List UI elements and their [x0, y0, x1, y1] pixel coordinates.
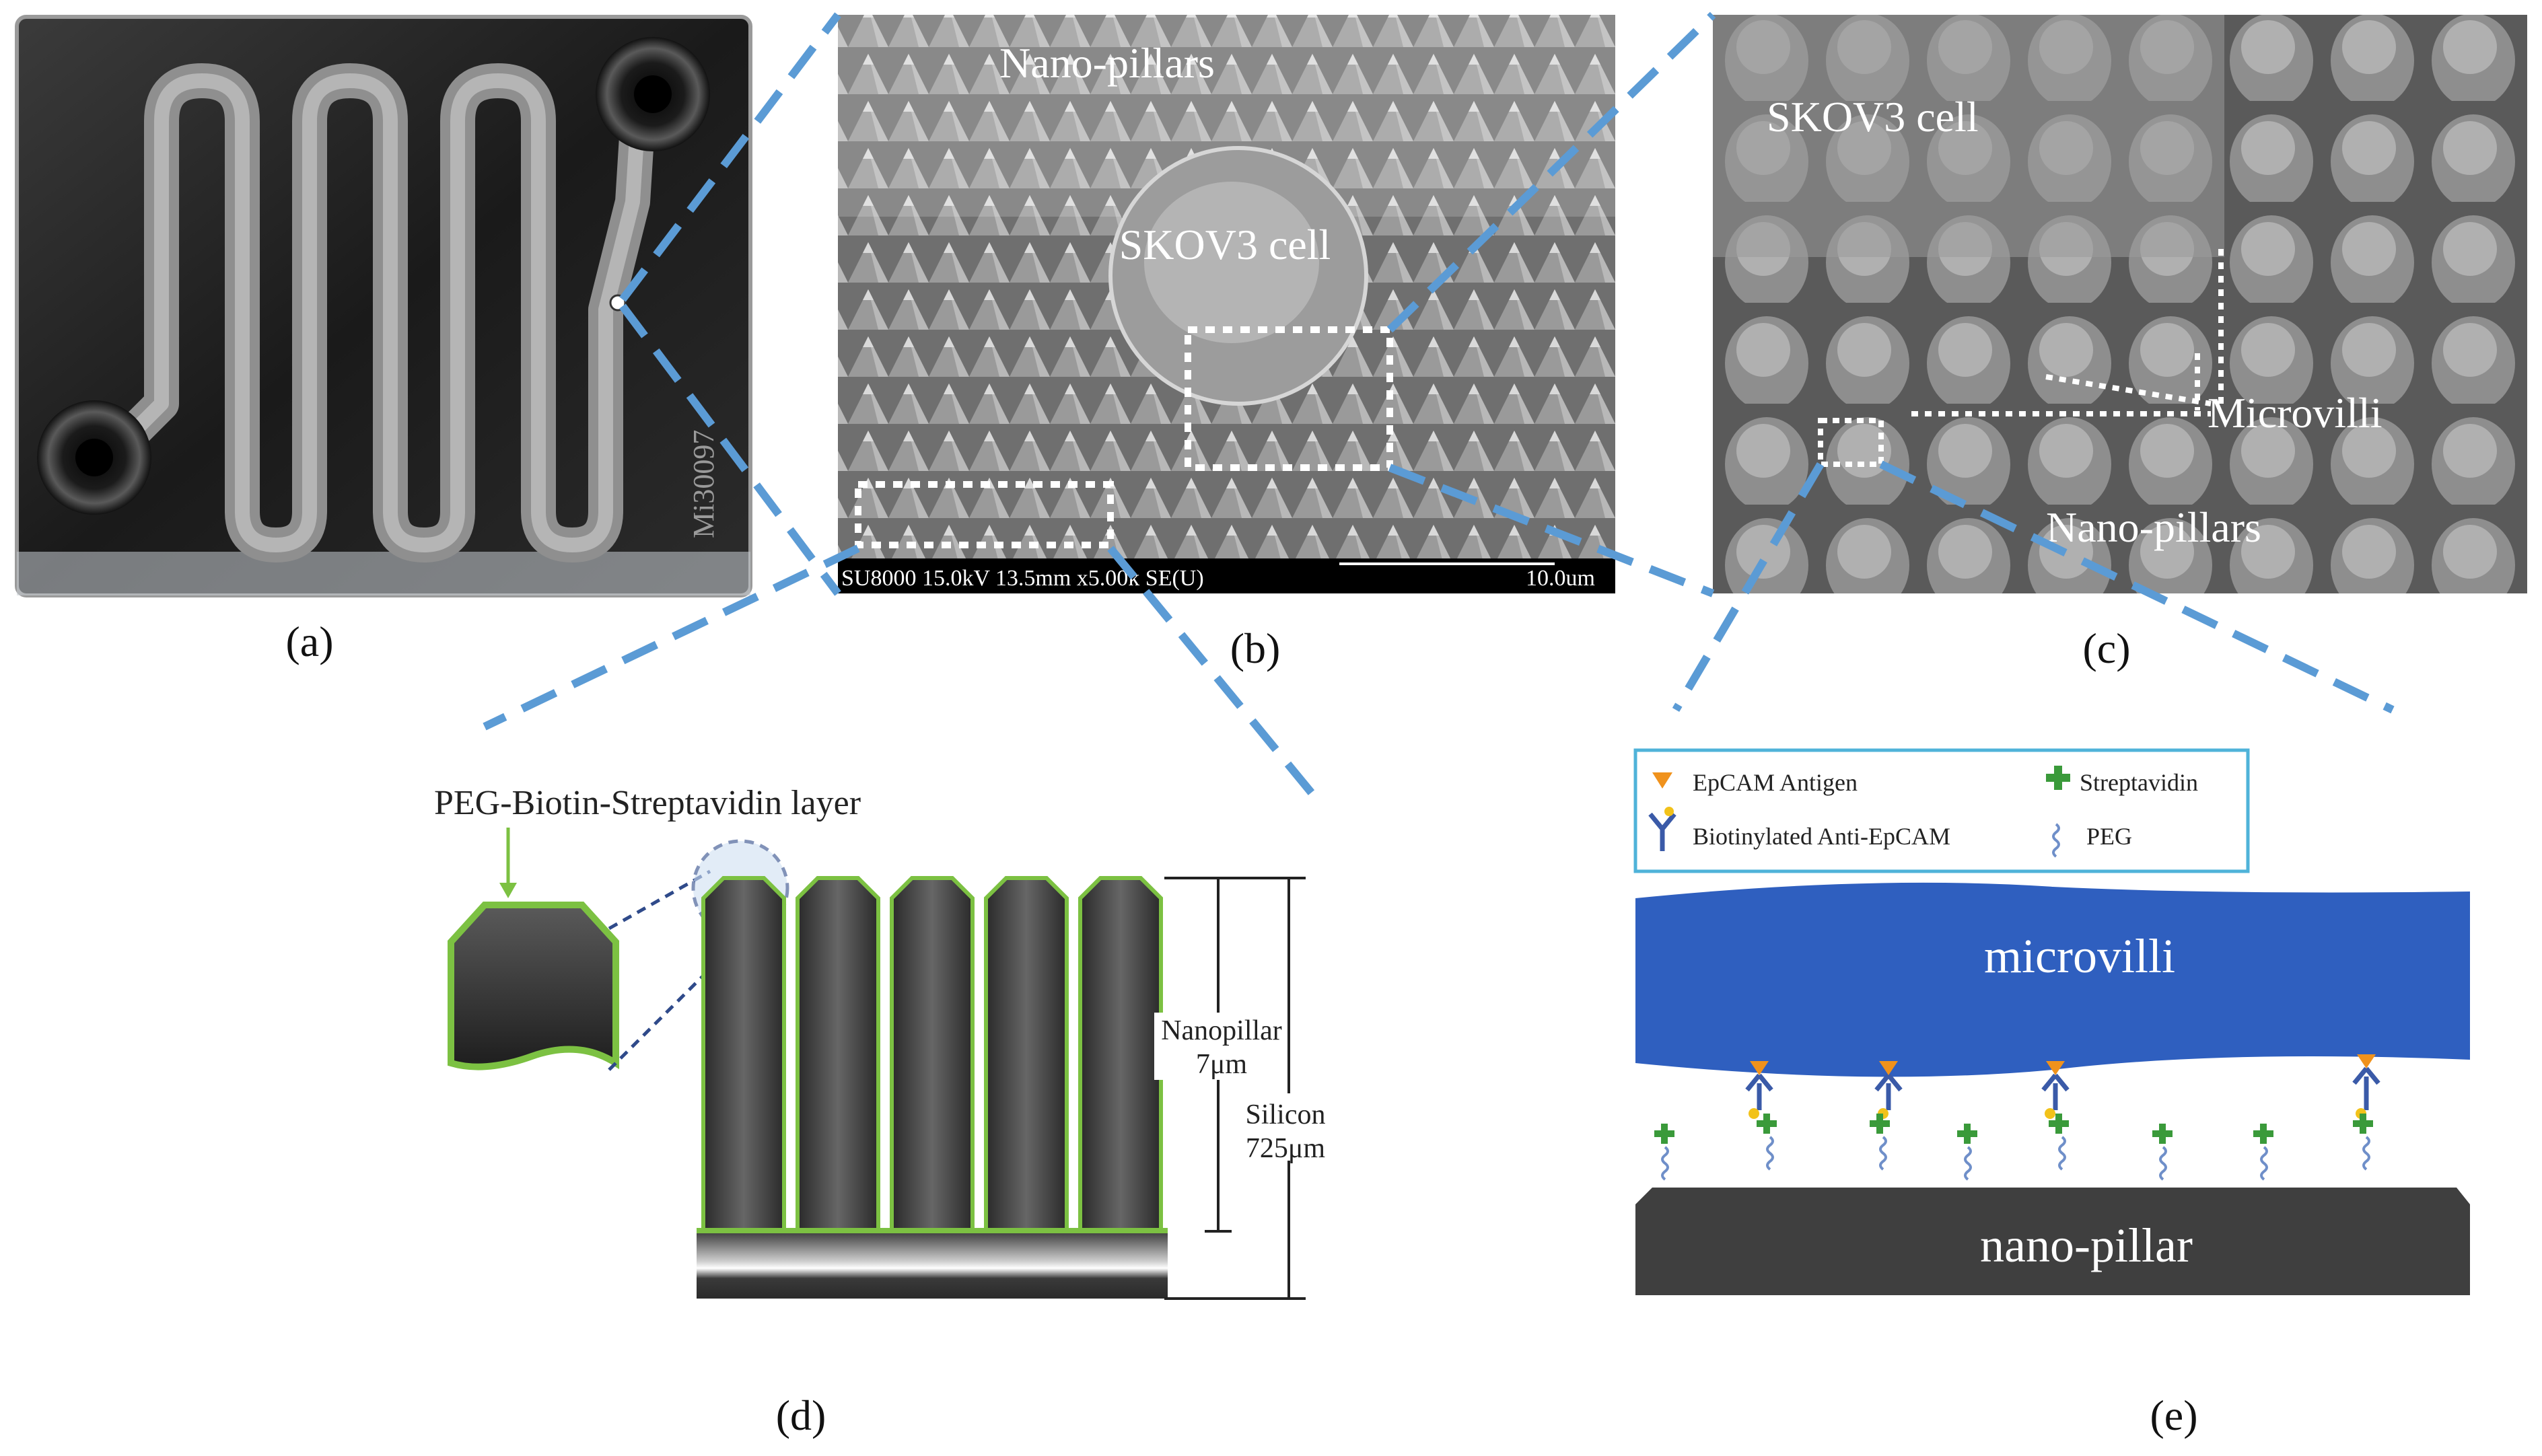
free-streptavidin — [2152, 1124, 2173, 1181]
nanopillar-label-bg — [1154, 1013, 1242, 1080]
zoom-guide-top — [608, 869, 711, 931]
silicon-height: 725μm — [1246, 1133, 1326, 1164]
coating-arrowhead — [499, 883, 517, 898]
legend-peg: PEG — [2086, 823, 2132, 850]
legend-box — [1633, 748, 2250, 873]
streptavidin-legend-icon — [2046, 766, 2070, 790]
panel-e: EpCAM Antigen Biotinylated Anti-EpCAM St… — [1633, 748, 2470, 1439]
free-streptavidin — [1654, 1124, 1674, 1181]
microvilli-pointers — [1911, 249, 2224, 416]
antibody-legend-icon — [1648, 807, 1676, 851]
chip-bottom-edge — [17, 552, 750, 595]
nanopillar-height: 7μm — [1196, 1049, 1248, 1080]
panel-c-caption: (c) — [2082, 624, 2130, 672]
nanopillar — [701, 876, 786, 1233]
coating-layer-label: PEG-Biotin-Streptavidin layer — [434, 784, 861, 822]
panel-c: SKOV3 cell Microvilli Nano-pillars (c) — [1713, 15, 2527, 672]
sem-cell-region-c — [1713, 15, 2224, 257]
connector-b-c-bottom — [1388, 464, 1715, 597]
nanopillar-array — [697, 876, 1168, 1299]
peg-legend-icon — [2052, 823, 2060, 858]
connector-b-d-left — [483, 544, 860, 731]
inlet-port-hole — [75, 439, 113, 476]
panel-d: PEG-Biotin-Streptavidin layer Na — [434, 784, 1336, 1439]
antigen-legend-icon — [1652, 772, 1672, 789]
nanopillar — [1078, 876, 1163, 1233]
nanopillar-surface-label: nano-pillar — [1980, 1218, 2193, 1272]
zoom-box-b-left — [855, 481, 1114, 548]
panel-a: Mi30097 (a) — [15, 15, 752, 665]
label-microvilli-c: Microvilli — [2208, 389, 2382, 437]
label-cell-b: SKOV3 cell — [1119, 221, 1331, 268]
connector-b-c-top — [1386, 11, 1716, 333]
label-nanopillars-c: Nano-pillars — [2046, 503, 2261, 551]
legend-antigen: EpCAM Antigen — [1693, 769, 1858, 796]
silicon-top-strip — [697, 1228, 1168, 1233]
panel-d-caption: (d) — [776, 1391, 826, 1439]
dimension-lines — [1164, 877, 1306, 1300]
panel-a-caption: (a) — [285, 618, 333, 665]
microvilli-label: microvilli — [1984, 929, 2175, 983]
connector-c-e-right — [1879, 460, 2395, 714]
antigen-antibody-complex — [1870, 1061, 1903, 1171]
nanopillar — [984, 876, 1069, 1233]
zoom-connectors — [483, 11, 2395, 797]
zoom-box-c — [1818, 418, 1884, 467]
panel-e-caption: (e) — [2150, 1391, 2197, 1439]
sem-info-b: SU8000 15.0kV 13.5mm x5.00k SE(U) — [841, 566, 1204, 591]
nanopillar — [890, 876, 975, 1233]
sem-scale-b: 10.0um — [1526, 566, 1595, 591]
zoom-box-b-right — [1185, 326, 1393, 471]
chip-engraving: Mi30097 — [687, 430, 720, 538]
label-cell-c: SKOV3 cell — [1767, 93, 1979, 141]
skov3-cell-b-texture — [1144, 182, 1319, 343]
label-nanopillars-b: Nano-pillars — [999, 39, 1215, 87]
antigen-antibody-complex — [2352, 1054, 2380, 1171]
nanopillar — [796, 876, 880, 1233]
legend-antibody: Biotinylated Anti-EpCAM — [1693, 823, 1950, 850]
observation-point-marker — [609, 294, 627, 312]
connector-a-b-top — [619, 12, 841, 302]
nanopillar-label: Nanopillar — [1161, 1015, 1282, 1046]
serpentine-channel-inner — [100, 73, 647, 552]
connector-c-e-left — [1672, 462, 1825, 713]
legend-streptavidin: Streptavidin — [2080, 769, 2198, 796]
outlet-port-hole — [634, 75, 672, 113]
panel-b: SU8000 15.0kV 13.5mm x5.00k SE(U) 10.0um… — [838, 15, 1615, 672]
zoomed-pillar-tip — [448, 902, 619, 1070]
antigen-antibody-complex — [2041, 1061, 2070, 1171]
free-streptavidin — [2253, 1124, 2273, 1181]
nanopillar-surface — [1635, 1188, 2470, 1295]
silicon-substrate — [697, 1231, 1168, 1299]
silicon-label-bg — [1242, 1093, 1336, 1161]
antigen-antibody-complex — [1745, 1061, 1777, 1171]
connector-a-b-bottom — [619, 303, 841, 596]
silicon-label: Silicon — [1245, 1099, 1325, 1130]
free-streptavidin — [1957, 1124, 1977, 1181]
microvilli-membrane — [1635, 882, 2470, 1077]
panel-b-caption: (b) — [1230, 624, 1281, 672]
binding-molecules — [1654, 1054, 2380, 1181]
